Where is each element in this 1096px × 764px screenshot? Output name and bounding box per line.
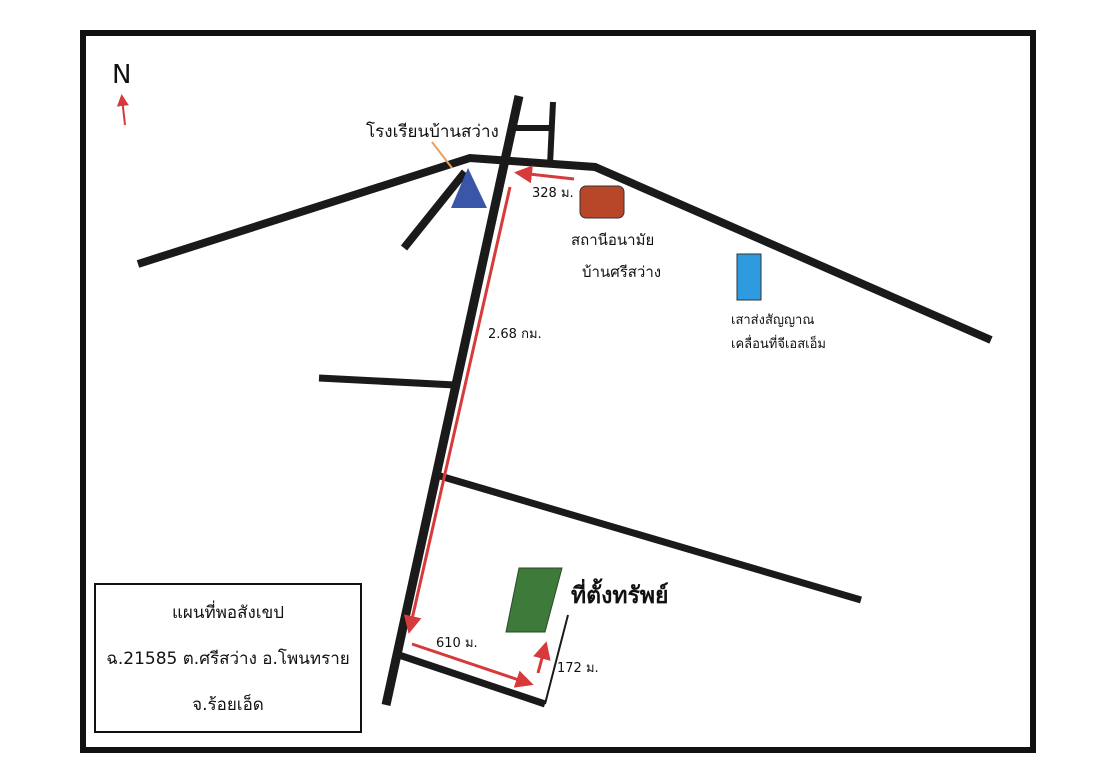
road-northwest-branch (400, 169, 469, 251)
health-station-marker (579, 185, 625, 219)
school-marker-icon (451, 168, 487, 208)
road-east-branch (439, 472, 862, 604)
route-arrows (403, 165, 575, 688)
school-label: โรงเรียนบ้านสว่าง (366, 122, 499, 142)
distance-to-asset-label: 172 ม. (557, 661, 599, 676)
tower-label-line1: เสาส่งสัญญาณ (731, 313, 815, 328)
route-arrow-to-school (514, 165, 575, 184)
road-south-branch (397, 651, 547, 708)
route-arrow-side-road (411, 642, 534, 688)
route-arrow-to-asset (533, 641, 551, 674)
health-station-label-line1: สถานีอนามัย (571, 231, 655, 249)
distance-to-school-label: 328 ม. (532, 186, 574, 201)
road-main-east-west (136, 153, 993, 344)
route-arrow-main-road (403, 186, 512, 634)
north-label: N (112, 60, 132, 90)
tower-label-line2: เคลื่อนที่จีเอสเอ็ม (731, 337, 826, 352)
health-station-label-line2: บ้านศรีสว่าง (582, 263, 662, 281)
asset-label: ที่ตั้งทรัพย์ (571, 583, 669, 609)
distance-side-road-label: 610 ม. (436, 636, 478, 651)
road-main-north-south (381, 95, 524, 706)
school-pointer-line (431, 141, 453, 169)
legend-deed-location: ฉ.21585 ต.ศรีสว่าง อ.โพนทราย (106, 649, 350, 669)
road-west-branch (318, 374, 456, 389)
legend-title: แผนที่พอสังเขป (171, 603, 285, 623)
tower-marker (736, 253, 762, 301)
road-asset-access (544, 614, 569, 705)
legend-province: จ.ร้อยเอ็ด (192, 695, 264, 715)
legend-box: แผนที่พอสังเขป ฉ.21585 ต.ศรีสว่าง อ.โพนท… (94, 583, 362, 733)
north-arrow-icon (116, 94, 129, 126)
distance-main-road-label: 2.68 กม. (488, 327, 542, 342)
road-network (136, 95, 993, 708)
asset-plot-marker (505, 567, 563, 633)
road-north-stub (547, 101, 556, 166)
